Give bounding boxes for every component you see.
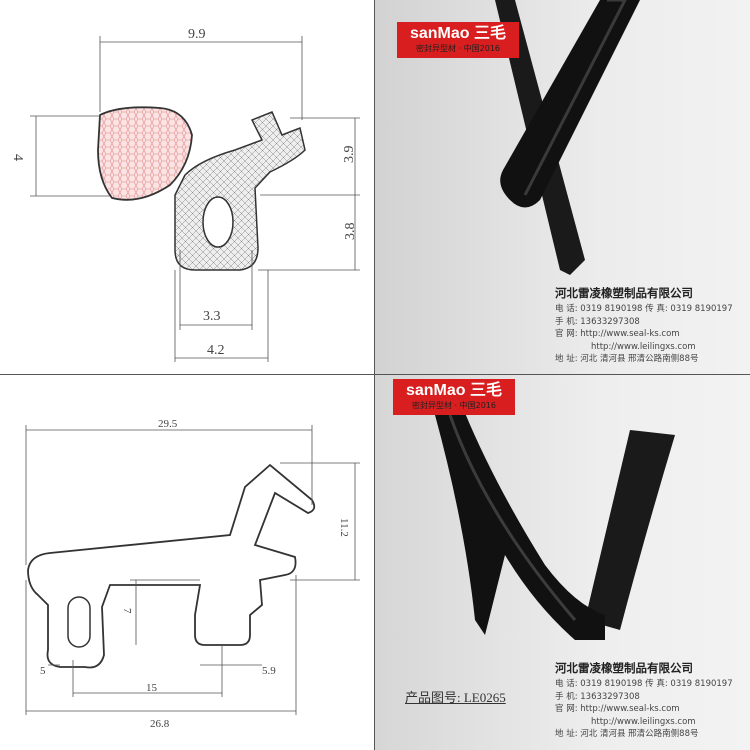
rubber-strip-photo [435,413,675,640]
profile-drawing: 29.5 11.2 7 5 15 5.9 26.8 [25,418,360,730]
dim-bottom-outer: 4.2 [207,343,225,358]
dim-left-small: 5 [40,665,46,677]
website-line-2: http://www.leilingxs.com [591,341,696,352]
dim-right-lower: 3.8 [343,223,358,241]
divider-horizontal [0,374,750,375]
divider-vertical [374,0,375,750]
logo-slogan: 密封异型材 · 中国2016 [412,401,496,410]
dim-right-small: 5.9 [262,665,276,677]
brand-logo: sanMao 三毛 密封异型材 · 中国2016 [397,22,519,58]
product-code: 产品图号: LE0265 [405,690,506,705]
product-photo-bottom: sanMao 三毛 密封异型材 · 中国2016 产品图号: LE0265 河北… [375,375,750,750]
dim-total-top: 29.5 [158,418,178,430]
dim-height: 11.2 [338,518,350,537]
product-photo-top: sanMao 三毛 密封异型材 · 中国2016 河北雷凌橡塑制品有限公司 电 … [375,0,750,375]
website-line: 官 网: http://www.seal-ks.com [555,704,680,714]
company-info: 河北雷凌橡塑制品有限公司 电 话: 0319 8190198 传 真: 0319… [555,661,733,741]
dim-total-bottom: 26.8 [150,718,170,730]
logo-slogan: 密封异型材 · 中国2016 [416,44,500,53]
address-line: 地 址: 河北 清河县 邢清公路南侧88号 [555,354,699,364]
dim-leg: 7 [121,608,133,614]
dim-width-top: 9.9 [188,27,206,42]
mobile-line: 手 机: 13633297308 [555,691,640,702]
profile-diagram-bottom: 29.5 11.2 7 5 15 5.9 26.8 [0,375,375,750]
company-name: 河北雷凌橡塑制品有限公司 [555,286,693,300]
rubber-strip-photo [495,0,640,275]
profile-drawing: 9.9 4 3.9 3.8 3.3 4.2 [10,27,360,362]
phone-line: 电 话: 0319 8190198 传 真: 0319 8190197 [555,304,733,314]
website-line: 官 网: http://www.seal-ks.com [555,329,680,339]
company-info: 河北雷凌橡塑制品有限公司 电 话: 0319 8190198 传 真: 0319… [555,286,733,366]
website-line-2: http://www.leilingxs.com [591,716,696,727]
dim-right-upper: 3.9 [342,146,357,164]
dim-middle: 15 [146,682,158,694]
company-name: 河北雷凌橡塑制品有限公司 [555,661,693,675]
mobile-line: 手 机: 13633297308 [555,316,640,327]
dim-left-height: 4 [10,154,25,161]
address-line: 地 址: 河北 清河县 邢清公路南侧88号 [555,729,699,739]
brand-logo: sanMao 三毛 密封异型材 · 中国2016 [393,379,515,415]
phone-line: 电 话: 0319 8190198 传 真: 0319 8190197 [555,679,733,689]
profile-diagram-top: 9.9 4 3.9 3.8 3.3 4.2 [0,0,375,375]
logo-brand: sanMao 三毛 [409,25,507,42]
dim-bottom-inner: 3.3 [203,309,221,324]
logo-brand: sanMao 三毛 [405,382,503,399]
